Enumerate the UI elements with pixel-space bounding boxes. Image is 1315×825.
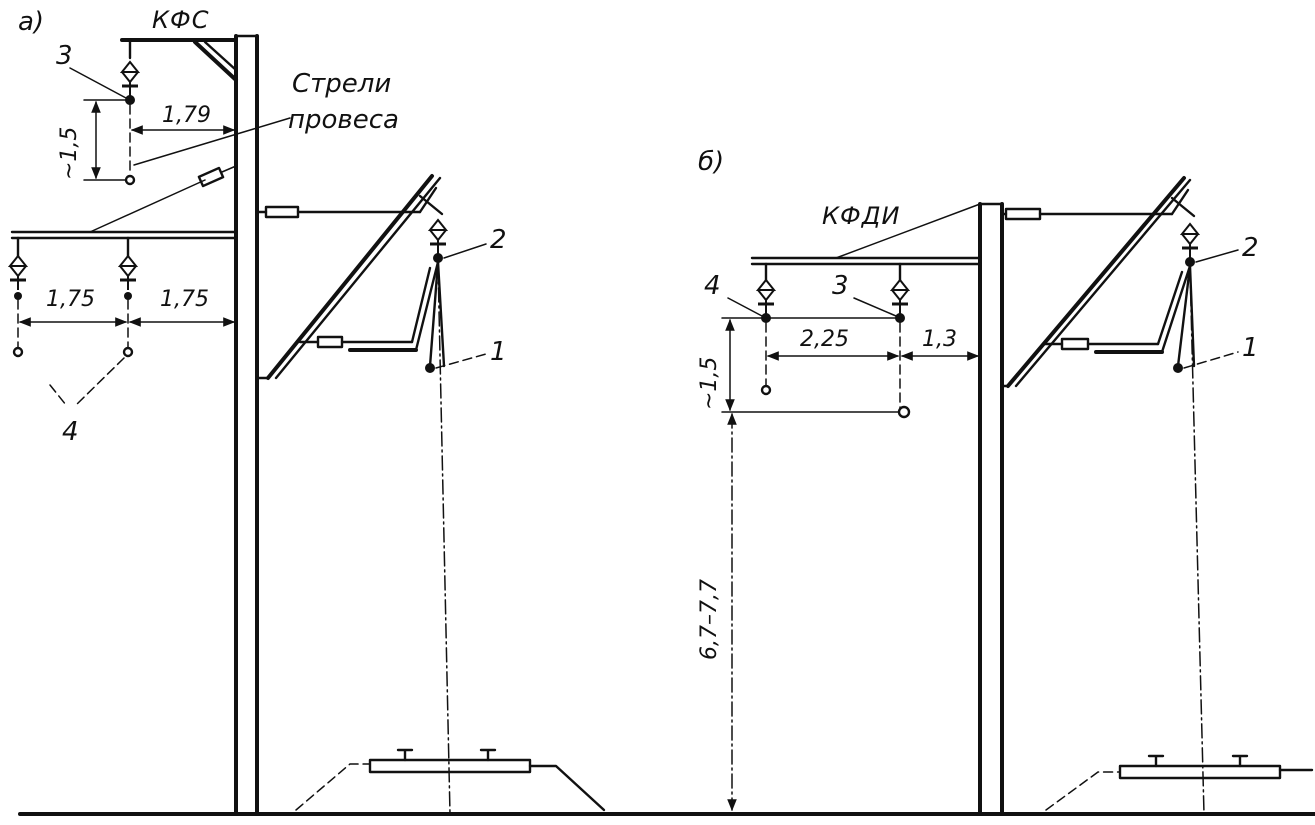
panel-b-letter: б) xyxy=(698,147,724,177)
panel-a-note-line2: провеса xyxy=(288,105,399,135)
panel-b-insulator-3 xyxy=(890,278,910,316)
panel-a-dim-15: ~1,5 xyxy=(57,127,82,180)
panel-a-bracket-name: КФС xyxy=(152,6,209,34)
panel-a-top-bracket xyxy=(120,38,238,82)
panel-a-insulator-3 xyxy=(120,60,140,98)
panel-b-dim-height: 6,7–7,7 xyxy=(697,579,722,660)
panel-a-registration-arm xyxy=(298,260,446,368)
panel-b-track xyxy=(1045,754,1314,811)
panel-b-dim-right: 1,3 xyxy=(922,327,957,352)
panel-b-bracket-name: КФДИ xyxy=(822,202,900,230)
panel-a-mast xyxy=(234,34,259,816)
panel-a-note-line1: Стрели xyxy=(292,69,391,99)
panel-b-callout-1: 1 xyxy=(1242,333,1259,363)
panel-b-dim-15: ~1,5 xyxy=(697,357,722,410)
panel-a-callout-1: 1 xyxy=(490,337,507,367)
panel-a-dim-left: 1,75 xyxy=(46,287,95,312)
panel-a-insulator-2 xyxy=(428,218,448,256)
panel-a-letter: а) xyxy=(18,7,44,37)
panel-a-dim-right: 1,75 xyxy=(160,287,209,312)
panel-a-insulator-4-left xyxy=(8,254,28,292)
panel-b-insulator-4 xyxy=(756,278,776,316)
panel-a-callout-3: 3 xyxy=(56,41,73,71)
panel-b-bracket xyxy=(750,203,982,266)
panel-b-callout-4: 4 xyxy=(704,271,721,301)
panel-b-wire-point-4 xyxy=(760,384,772,396)
panel-a-callout-2: 2 xyxy=(490,225,507,255)
panel-a-dim-179: 1,79 xyxy=(162,103,211,128)
panel-b-insulator-2 xyxy=(1180,222,1200,260)
panel-a-insulator-4-right xyxy=(118,254,138,292)
panel-a-callout-4: 4 xyxy=(62,417,79,447)
panel-a-track xyxy=(295,748,606,812)
panel-a-wire-point-3 xyxy=(124,174,136,186)
panel-b-wire-point-3 xyxy=(897,405,911,419)
panel-b: б) КФДИ 4 3 2,25 1, xyxy=(697,147,1314,816)
panel-a-mid-bracket xyxy=(10,165,238,240)
panel-b-cantilever xyxy=(1000,176,1196,388)
panel-a-cantilever xyxy=(255,174,444,380)
panel-b-callout-2: 2 xyxy=(1242,233,1259,263)
panel-b-callout-3: 3 xyxy=(832,271,849,301)
panel-a: а) КФС Стрели провеса 3 1,79 ~1,5 xyxy=(8,6,606,816)
panel-b-mast xyxy=(978,202,1004,816)
panel-b-dim-left: 2,25 xyxy=(800,327,849,352)
